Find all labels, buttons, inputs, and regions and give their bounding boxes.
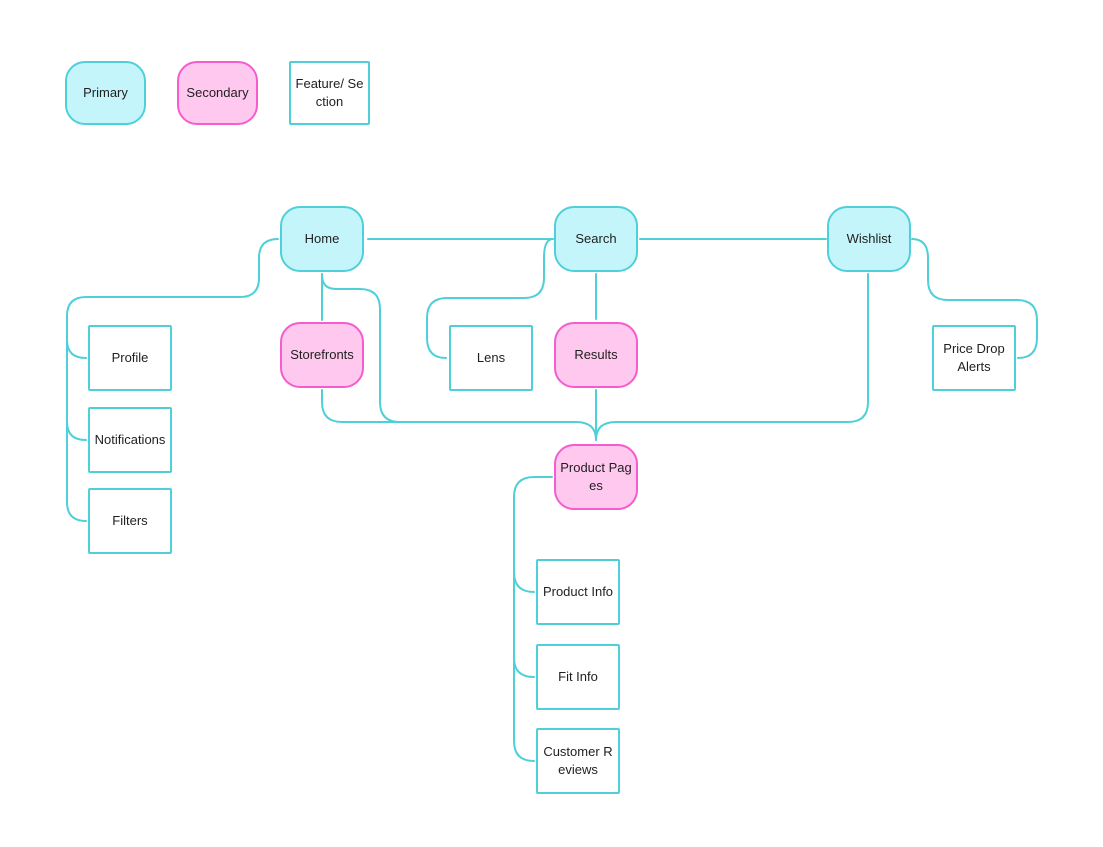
node-results-label: Results	[574, 347, 618, 362]
connector-home-left-column	[66, 238, 279, 522]
node-price-drop-alerts: Price Drop Alerts	[932, 325, 1016, 391]
legend-secondary: Secondary	[177, 61, 258, 125]
node-wishlist-label: Wishlist	[846, 231, 892, 246]
legend-primary-label: Primary	[83, 85, 128, 100]
node-storefronts-label: Storefronts	[290, 347, 354, 362]
node-fit-info: Fit Info	[536, 644, 620, 710]
node-search: Search	[554, 206, 638, 272]
node-wishlist: Wishlist	[827, 206, 911, 272]
node-customer-reviews: Customer Reviews	[536, 728, 620, 794]
node-home-label: Home	[304, 231, 340, 246]
connector-profile-branch	[66, 339, 87, 359]
node-fit-info-label: Fit Info	[558, 669, 598, 684]
legend-primary: Primary	[65, 61, 146, 125]
connector-wishlist-pricedrop	[911, 238, 1038, 359]
node-product-info: Product Info	[536, 559, 620, 625]
node-notifications: Notifications	[88, 407, 172, 473]
node-profile-label: Profile	[111, 350, 149, 365]
node-price-drop-alerts-label: Price Drop Alerts	[943, 341, 1005, 374]
connector-fitinfo-branch	[513, 657, 535, 678]
legend-feature: Feature/ Section	[289, 61, 370, 125]
connector-notifications-branch	[66, 421, 87, 441]
node-filters: Filters	[88, 488, 172, 554]
node-product-pages: Product Pages	[554, 444, 638, 510]
connector-wishlist-productpages	[595, 273, 869, 441]
node-results: Results	[554, 322, 638, 388]
node-lens-label: Lens	[476, 350, 506, 365]
legend-secondary-label: Secondary	[186, 85, 249, 100]
connector-productpages-column	[513, 476, 553, 762]
connector-storefronts-productpages	[321, 389, 597, 441]
node-search-label: Search	[575, 231, 617, 246]
node-customer-reviews-label: Customer Reviews	[543, 744, 613, 777]
node-home: Home	[280, 206, 364, 272]
node-product-info-label: Product Info	[542, 584, 614, 599]
legend-feature-label: Feature/ Section	[295, 76, 364, 109]
node-notifications-label: Notifications	[94, 432, 166, 447]
node-filters-label: Filters	[112, 513, 148, 528]
connector-productinfo-branch	[513, 571, 535, 593]
connector-search-lens	[426, 238, 554, 359]
node-profile: Profile	[88, 325, 172, 391]
node-product-pages-label: Product Pages	[560, 460, 632, 493]
connector-home-productpages	[321, 273, 401, 423]
node-lens: Lens	[449, 325, 533, 391]
node-storefronts: Storefronts	[280, 322, 364, 388]
